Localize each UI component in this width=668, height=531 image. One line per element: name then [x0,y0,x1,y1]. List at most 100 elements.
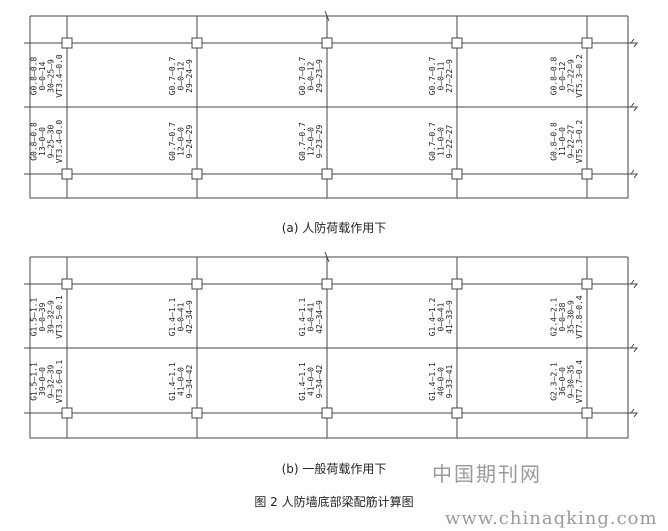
column-node [61,168,73,180]
top-label-text: 35–30–9 [567,300,576,334]
bottom-label-text: VT5.3–0.2 [575,120,584,164]
top-label-text: G1.4–1.2 [428,298,437,337]
bottom-label-text: 11–0–0 [558,127,567,156]
bottom-label-text: G1.4–1.1 [428,362,437,401]
column-node [451,278,463,290]
bottom-label-text: 9–22–27 [567,124,576,158]
bottom-label-text: G2.3–2.1 [550,362,559,401]
top-label-text: 0–0–41 [437,302,446,331]
top-label-text: 0–0–38 [558,302,567,331]
top-label-text: 42–34–9 [185,300,194,334]
top-label-text: G0.8–0.8 [30,57,39,96]
bottom-label-text: G1.4–1.1 [168,362,177,401]
bottom-label-text: 12–0–0 [177,127,186,156]
top-label-text: 42–34–9 [315,300,324,334]
bottom-label-text: 9–23–29 [315,124,324,158]
column-node [321,37,333,49]
watermark-line-2: www.chinaqking.com [445,508,658,529]
top-label-text: VT3.5–0.1 [55,295,64,339]
top-label-text: 29–23–9 [315,59,324,93]
break-marker [630,343,638,353]
break-marker [630,102,638,112]
break-marker [630,38,638,48]
top-label-text: G0.7–0.7 [298,57,307,96]
bottom-label-text: G1.4–1.1 [298,362,307,401]
bottom-label-text: 41–0–0 [177,367,186,396]
bottom-label-text: 40–0–0 [437,367,446,396]
top-label-text: 0–0–41 [177,302,186,331]
bottom-label-text: G0.7–0.7 [428,122,437,161]
top-label-text: VT7.8–0.4 [575,295,584,339]
top-label-text: G2.4–2.1 [550,298,559,337]
break-marker [630,169,638,179]
column-node [191,37,203,49]
top-label-text: VT5.3–0.2 [575,54,584,98]
column-node [451,168,463,180]
top-label-text: 0–0–41 [307,302,316,331]
bottom-label-text: VT3.4–0.0 [55,120,64,164]
bottom-label-text: 41–0–0 [307,367,316,396]
top-label-text: 41–33–9 [445,300,454,334]
column-node [581,407,593,419]
top-label-text: G1.5–1.1 [30,298,39,337]
bottom-label-text: 9–25–30 [47,124,56,158]
top-label-text: VT3.4–0.0 [55,54,64,98]
column-node [581,37,593,49]
top-label-text: 0–0–39 [38,302,47,331]
top-label-text: 0–0–12 [307,61,316,90]
top-label-text: 29–24–9 [185,59,194,93]
bottom-label-text: G0.7–0.7 [298,122,307,161]
top-label-text: 27–22–9 [567,59,576,93]
column-node [451,407,463,419]
bottom-label-text: 9–33–41 [445,364,454,398]
bottom-label-text: 12–0–0 [307,127,316,156]
top-label-text: G1.4–1.1 [298,298,307,337]
bottom-label-text: 13–0–0 [38,127,47,156]
column-node [191,168,203,180]
bottom-label-text: 36–0–0 [558,367,567,396]
break-marker [630,279,638,289]
column-node [191,278,203,290]
bottom-label-text: 39–0–0 [38,367,47,396]
column-node [581,278,593,290]
bottom-label-text: VT7.7–0.4 [575,360,584,404]
bottom-label-text: 9–34–42 [185,364,194,398]
bottom-label-text: VT3.6–0.1 [55,360,64,404]
top-label-text: 27–22–9 [445,59,454,93]
bottom-label-text: 9–22–27 [445,124,454,158]
figure-title: 图 2 人防墙底部梁配筋计算图 [254,495,414,509]
top-label-text: G0.7–0.7 [168,57,177,96]
column-node [61,37,73,49]
top-label-text: G0.7–0.7 [428,57,437,96]
top-label-text: 39–32–9 [47,300,56,334]
bottom-label-text: 9–34–42 [315,364,324,398]
column-node [61,278,73,290]
top-label-text: 30–25–9 [47,59,56,93]
bottom-label-text: G0.8–0.8 [30,122,39,161]
break-marker [630,408,638,418]
top-label-text: G1.4–1.1 [168,298,177,337]
bottom-label-text: 9–32–39 [47,364,56,398]
bottom-label-text: 9–30–35 [567,364,576,398]
bottom-label-text: G0.8–0.8 [550,122,559,161]
column-node [451,37,463,49]
top-label-text: 0–0–12 [558,61,567,90]
top-label-text: G0.8–0.8 [550,57,559,96]
column-node [581,168,593,180]
bottom-label-text: 9–24–29 [185,124,194,158]
column-node [191,407,203,419]
top-label-text: 0–0–14 [38,61,47,90]
column-node [321,168,333,180]
top-label-text: 0–0–11 [437,61,446,90]
caption-panel-b: (b) 一般荷载作用下 [281,462,387,476]
bottom-label-text: 11–0–0 [437,127,446,156]
column-node [321,278,333,290]
bottom-label-text: G1.5–1.1 [30,362,39,401]
caption-panel-a: (a) 人防荷载作用下 [281,221,387,235]
column-node [61,407,73,419]
column-node [321,407,333,419]
top-label-text: 0–0–12 [177,61,186,90]
watermark-line-1: 中国期刊网 [432,462,542,486]
bottom-label-text: G0.7–0.7 [168,122,177,161]
